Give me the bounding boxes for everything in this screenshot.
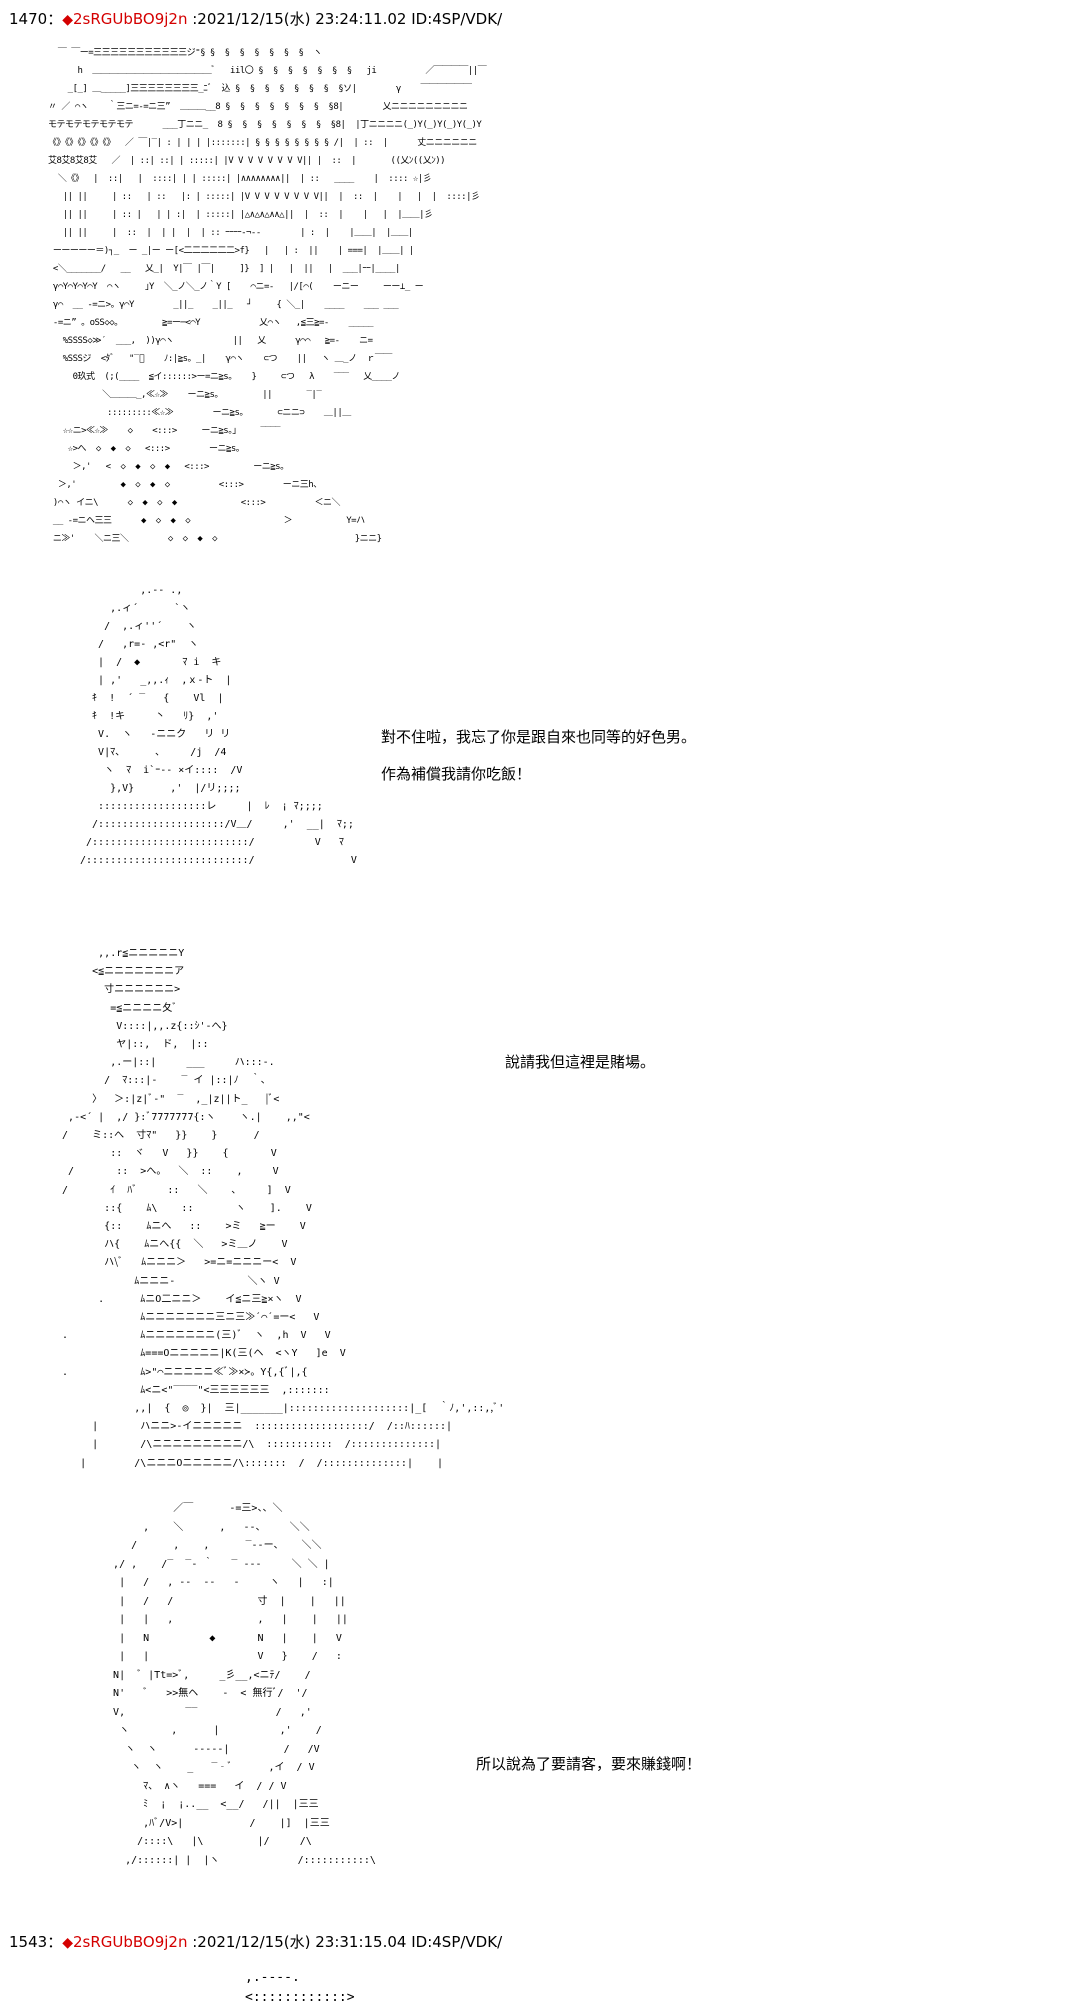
dialogue-line-1: 對不住啦，我忘了你是跟自來也同等的好色男。 [381,728,697,746]
trip-diamond-icon: ◆ [62,1935,73,1951]
character-2-ascii-art: ,,.r≦ニニニニニY <≦ニニニニニニニア 寸ニニニニニニ> =≦ニニニニ夂ﾞ… [62,948,505,1469]
character-1-ascii-art: ,.-‐ ., ,.ィ´ `ヽ / ,.ィ''´ ヽ / ,r=‐ ,<r" ヽ… [80,585,357,866]
post-meta: :2021/12/15(水) 23:31:15.04 ID:4SP/VDK/ [187,1933,503,1951]
post-meta: :2021/12/15(水) 23:24:11.02 ID:4SP/VDK/ [187,10,503,28]
trip-code[interactable]: 2sRGUbBO9j2n [72,1933,188,1951]
post-separator: ： [47,10,63,28]
post-header: 1470：◆2sRGUbBO9j2n :2021/12/15(水) 23:24:… [9,9,502,30]
next-art-fragment: ,.‐‐‐‐.<::::::::::::> [245,1970,355,2005]
post-header: 1543：◆2sRGUbBO9j2n :2021/12/15(水) 23:31:… [9,1932,502,1953]
post-number: 1470 [9,10,48,28]
trip-diamond-icon: ◆ [62,12,73,28]
post-separator: ： [47,1933,63,1951]
character-3-ascii-art: ／￣ -=三>、、＼ , ＼ , ‐‐、 ＼＼ / , , ‾‐‐ー、 ＼＼ ,… [113,1503,376,1866]
post-number: 1543 [9,1933,48,1951]
dialogue-line-3: 說請我但這裡是賭場。 [505,1053,656,1071]
dialogue-line-2: 作為補償我請你吃飯！ [381,765,532,783]
dialogue-line-4: 所以說為了要請客，要來賺錢啊！ [476,1755,702,1773]
scene-ascii-art: ￣ ￣ー=三三三三三三三三三三三ジ⁼§ § § § § § § § ヽ h ＿＿… [48,48,487,544]
trip-code[interactable]: 2sRGUbBO9j2n [72,10,188,28]
